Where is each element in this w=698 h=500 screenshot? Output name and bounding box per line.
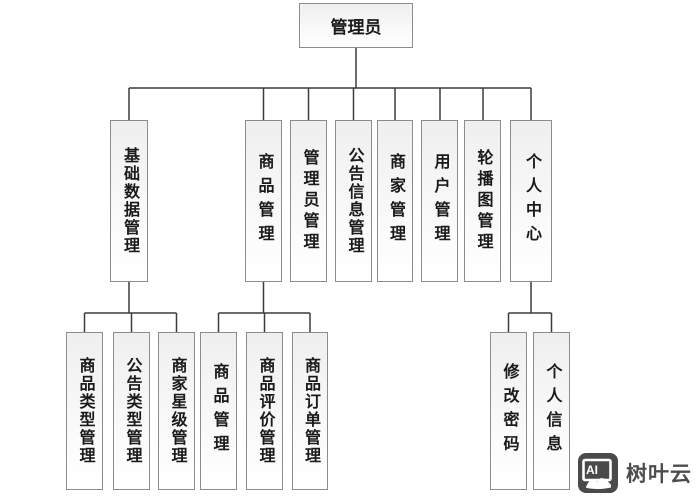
node-product-mgmt-label: 商品管理 [255,153,273,249]
node-merchant-mgmt-label: 商家管理 [387,153,404,249]
node-product-mgmt-sub-label: 商品管理 [210,363,228,459]
node-basic-data-mgmt-label: 基础数据管理 [121,147,138,255]
node-merchant-mgmt: 商家管理 [377,120,413,282]
node-merchant-star-mgmt-label: 商家星级管理 [168,357,186,465]
ai-image-icon: AI [582,458,612,490]
node-change-password: 修改密码 [490,332,527,490]
node-change-password-label: 修改密码 [500,363,518,459]
node-carousel-mgmt: 轮播图管理 [464,120,501,282]
node-personal-center-label: 个人中心 [523,153,540,249]
node-admin-mgmt: 管理员管理 [290,120,327,282]
node-product-type-mgmt: 商品类型管理 [66,332,103,490]
node-product-mgmt: 商品管理 [245,120,282,282]
node-product-order-mgmt-label: 商品订单管理 [302,357,319,465]
node-administrator: 管理员 [299,3,413,48]
node-carousel-mgmt-label: 轮播图管理 [474,148,492,254]
node-user-mgmt-label: 用户管理 [431,153,449,249]
watermark-logo-icon: AI [578,453,618,493]
node-merchant-star-mgmt: 商家星级管理 [158,332,195,490]
node-product-type-mgmt-label: 商品类型管理 [76,357,94,465]
node-product-order-mgmt: 商品订单管理 [292,332,328,490]
node-admin-mgmt-label: 管理员管理 [300,148,318,254]
node-announcement-info-mgmt-label: 公告信息管理 [345,147,363,255]
node-personal-info: 个人信息 [533,332,570,490]
node-announcement-type-mgmt-label: 公告类型管理 [123,357,141,465]
node-announcement-info-mgmt: 公告信息管理 [335,120,372,282]
node-user-mgmt: 用户管理 [421,120,458,282]
svg-text:AI: AI [586,463,598,477]
node-personal-info-label: 个人信息 [543,363,561,459]
node-product-mgmt-sub: 商品管理 [200,332,237,490]
node-announcement-type-mgmt: 公告类型管理 [113,332,150,490]
node-administrator-label: 管理员 [330,18,382,37]
watermark-brand: 树叶云 [626,463,692,486]
node-personal-center: 个人中心 [510,120,552,282]
node-product-review-mgmt: 商品评价管理 [246,332,283,490]
watermark: AI 树叶云 [578,453,692,493]
node-product-review-mgmt-label: 商品评价管理 [256,357,274,465]
node-basic-data-mgmt: 基础数据管理 [110,120,148,282]
